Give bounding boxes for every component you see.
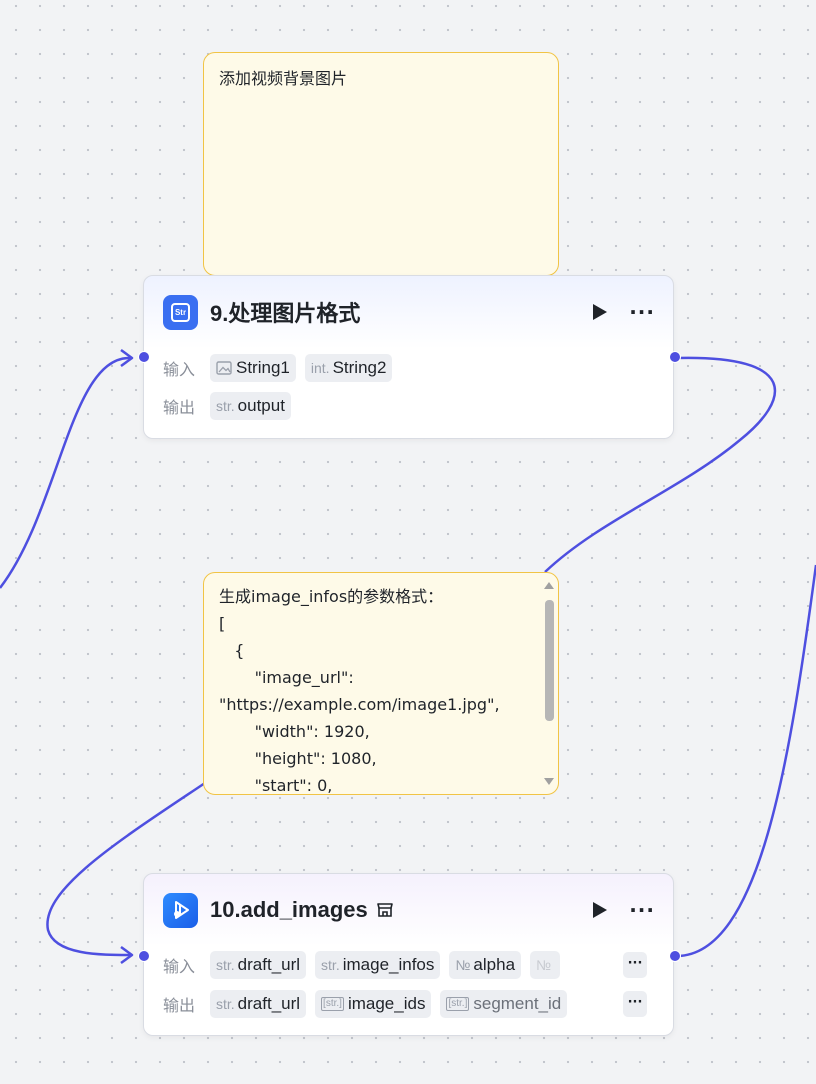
more-params-button[interactable]: ··· (623, 952, 647, 978)
input-tags: str. draft_url str. image_infos № alpha … (210, 951, 620, 979)
comment-note[interactable]: 生成image_infos的参数格式： [ { "image_url": "ht… (203, 572, 559, 795)
param-name: output (237, 396, 285, 415)
param-type: № (536, 957, 552, 973)
run-icon[interactable] (593, 304, 608, 320)
note-text[interactable]: 生成image_infos的参数格式： [ { "image_url": "ht… (219, 587, 500, 795)
param-tag[interactable]: str. draft_url (210, 990, 307, 1018)
param-name: image_ids (347, 994, 426, 1013)
note-text[interactable]: 添加视频背景图片 (219, 69, 348, 88)
param-tag[interactable]: str. output (210, 392, 291, 420)
edge-left-to-node9 (0, 356, 132, 589)
video-plugin-icon (163, 892, 198, 928)
param-tag[interactable]: № alpha (449, 951, 522, 979)
more-options-icon[interactable]: ··· (629, 898, 655, 922)
param-type: str. (321, 957, 340, 973)
output-label: 输出 (163, 398, 196, 417)
param-type: int. (310, 360, 330, 376)
workflow-node[interactable]: 10.add_images ··· 输入 str. draft_url str.… (143, 873, 674, 1036)
param-tag[interactable]: String1 (210, 354, 296, 382)
list-type-icon: [str.] (446, 997, 470, 1011)
store-icon (376, 901, 394, 919)
node-actions: ··· (593, 900, 655, 920)
param-name: String2 (332, 358, 387, 377)
output-tags: str. output (210, 392, 300, 420)
param-tag[interactable]: str. draft_url (210, 951, 307, 979)
node-title: 9.处理图片格式 (210, 301, 361, 326)
list-type-icon: [str.] (321, 997, 344, 1011)
output-row: 输出 str. output (163, 392, 655, 420)
output-row: 输出 str. draft_url [str.] image_ids [str.… (163, 990, 655, 1018)
scroll-up-arrow-icon[interactable] (544, 582, 554, 589)
comment-note[interactable]: 添加视频背景图片 (203, 52, 559, 276)
play-note-icon (173, 901, 189, 919)
param-name: String1 (236, 358, 290, 377)
workflow-node[interactable]: Str 9.处理图片格式 ··· 输入 String1 int. String2… (143, 275, 674, 439)
arrowhead-node10 (120, 945, 134, 965)
param-tag[interactable]: int. String2 (304, 354, 393, 382)
input-row: 输入 String1 int. String2 (163, 354, 655, 382)
str-plugin-icon: Str (163, 294, 198, 330)
node-header: 10.add_images ··· (163, 892, 655, 928)
output-handle[interactable] (669, 351, 681, 363)
input-label: 输入 (163, 957, 196, 976)
more-options-icon[interactable]: ··· (629, 300, 655, 324)
run-icon[interactable] (593, 902, 608, 918)
param-tag[interactable]: № (530, 951, 561, 979)
param-name: segment_id (473, 994, 562, 1013)
param-name: image_infos (342, 955, 435, 974)
param-name: draft_url (237, 994, 301, 1013)
param-tag[interactable]: [str.] segment_id (440, 990, 568, 1018)
scrollbar-thumb[interactable] (545, 600, 554, 721)
param-type: str. (216, 398, 235, 414)
input-tags: String1 int. String2 (210, 354, 401, 382)
more-params-button[interactable]: ··· (623, 991, 647, 1017)
param-type: str. (216, 996, 235, 1012)
node-title: 10.add_images (210, 897, 368, 922)
output-label: 输出 (163, 996, 196, 1015)
param-name: draft_url (237, 955, 301, 974)
param-type: str. (216, 957, 235, 973)
input-row: 输入 str. draft_url str. image_infos № alp… (163, 951, 655, 979)
input-handle[interactable] (138, 950, 150, 962)
node-header: Str 9.处理图片格式 ··· (163, 294, 655, 330)
image-icon (216, 361, 232, 375)
param-type: № (455, 957, 471, 973)
output-handle[interactable] (669, 950, 681, 962)
output-tags: str. draft_url [str.] image_ids [str.] s… (210, 990, 620, 1018)
param-tag[interactable]: [str.] image_ids (315, 990, 432, 1018)
edge-node10-to-right (676, 564, 816, 958)
param-tag[interactable]: str. image_infos (315, 951, 441, 979)
arrowhead-node9 (120, 348, 134, 368)
scroll-down-arrow-icon[interactable] (544, 778, 554, 785)
param-name: alpha (473, 955, 516, 974)
node-actions: ··· (593, 302, 655, 322)
input-label: 输入 (163, 360, 196, 379)
input-handle[interactable] (138, 351, 150, 363)
